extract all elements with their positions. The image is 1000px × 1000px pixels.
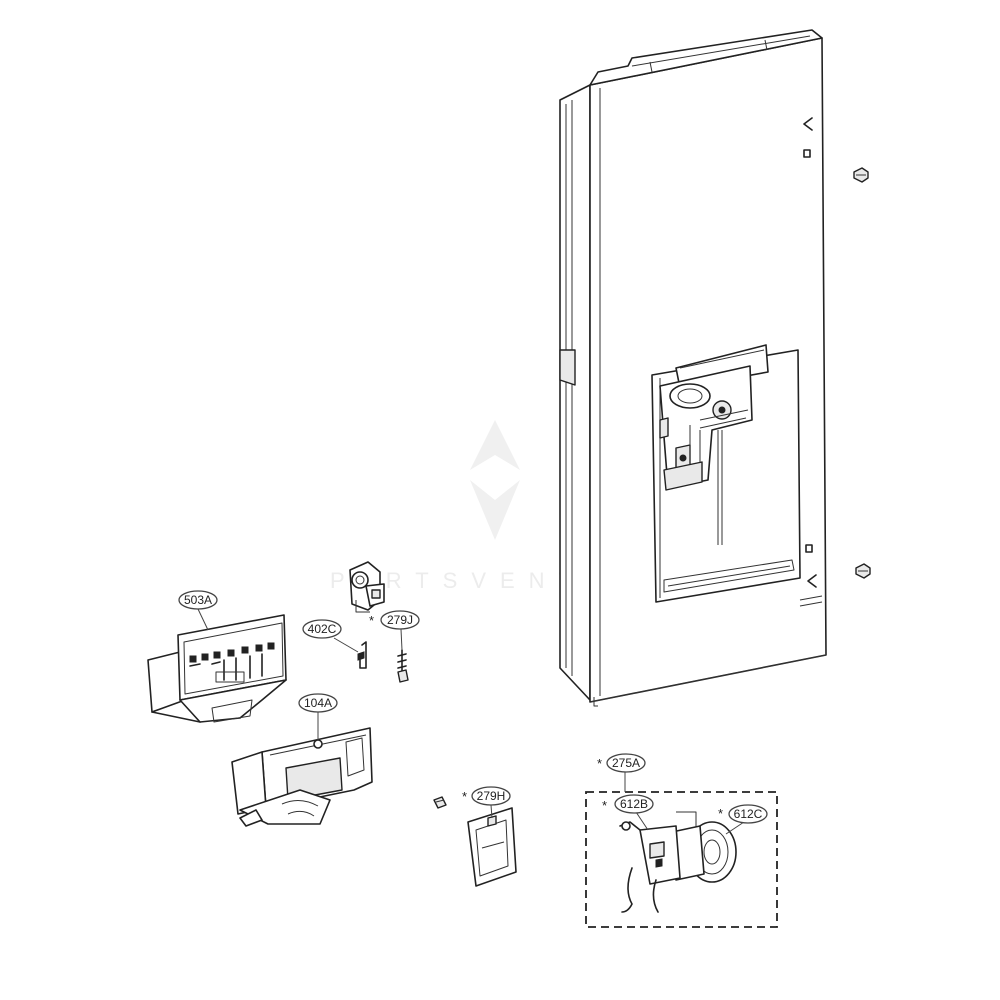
callout-279H: * 279H <box>462 786 511 819</box>
hinge-screw-bottom <box>855 563 871 579</box>
part-402C-bracket <box>357 641 367 669</box>
part-279H-screw <box>433 796 447 809</box>
callout-402C-label: 402C <box>308 622 337 636</box>
callout-612B-star: * <box>602 798 607 813</box>
callout-612B-label: 612B <box>620 797 648 811</box>
callout-275A-star: * <box>597 756 602 771</box>
callout-275A: * 275A <box>597 753 646 792</box>
part-279J-screw <box>397 649 409 683</box>
callout-104A: 104A <box>298 693 338 740</box>
control-panel-buttons <box>189 642 275 683</box>
part-279H-cover <box>467 807 517 887</box>
assembly-275A-box <box>585 791 778 928</box>
refrigerator-door <box>559 29 827 707</box>
part-275A-assembly <box>585 791 778 928</box>
hinge-screw-top <box>853 167 869 183</box>
callout-402C: 402C <box>302 619 359 653</box>
callout-503A: 503A <box>178 590 218 631</box>
callout-612B: * 612B <box>602 794 654 831</box>
callout-612C-star: * <box>718 806 723 821</box>
part-104A-lever-assembly <box>231 727 373 827</box>
callout-104A-label: 104A <box>304 696 332 710</box>
dispenser-valve-part <box>349 561 385 613</box>
callout-612C: * 612C <box>718 804 768 835</box>
part-503A-control-panel <box>147 614 287 723</box>
callout-612C-label: 612C <box>734 807 763 821</box>
callout-279J: * 279J <box>369 610 420 651</box>
callout-279H-label: 279H <box>477 789 506 803</box>
callout-503A-label: 503A <box>184 593 212 607</box>
callout-279J-label: 279J <box>387 613 413 627</box>
callout-279J-star: * <box>369 613 374 628</box>
callout-275A-label: 275A <box>612 756 640 770</box>
callout-279H-star: * <box>462 789 467 804</box>
